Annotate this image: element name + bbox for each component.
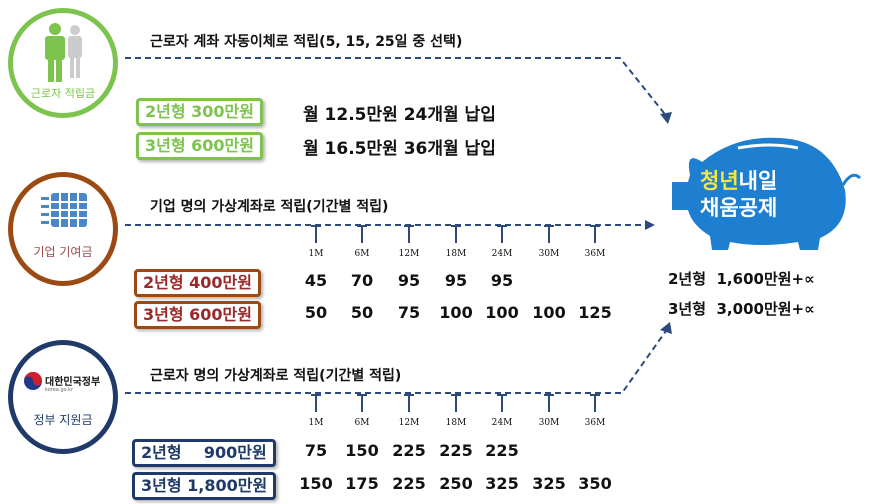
contribution-value: 150 (299, 474, 333, 493)
company-description: 기업 명의 가상계좌로 적립(기간별 적립) (150, 199, 389, 215)
contribution-value: 100 (485, 303, 519, 322)
government-plan-2yr: 2년형 900만원 (132, 439, 276, 467)
period-tick (357, 394, 367, 412)
worker-plan-2yr-detail: 월 12.5만원 24개월 납입 (303, 105, 496, 125)
contribution-value: 225 (392, 441, 426, 460)
period-tick (311, 225, 321, 243)
total-amount: 1,600만원+∝ (716, 270, 815, 288)
period-tick (544, 394, 554, 412)
period-tick (590, 394, 600, 412)
period-label: 18M (445, 418, 467, 428)
worker-circle-label: 근로자 적립금 (30, 87, 96, 100)
period-label: 1M (308, 249, 324, 259)
government-logo-text: 대한민국정부 (45, 377, 101, 388)
contribution-value: 75 (304, 441, 328, 460)
contribution-value: 150 (345, 441, 379, 460)
contribution-value: 325 (485, 474, 519, 493)
period-label: 24M (491, 249, 513, 259)
contribution-value: 100 (532, 303, 566, 322)
arrowhead-icon (645, 220, 655, 230)
contribution-value: 95 (397, 271, 421, 290)
contribution-value: 75 (397, 303, 421, 322)
total-type: 3년형 (668, 300, 707, 318)
company-circle: 기업 기여금 (8, 172, 118, 286)
worker-flow-line (125, 57, 669, 119)
government-circle: 대한민국정부 korea.go.kr 정부 지원금 (8, 340, 118, 454)
contribution-value: 225 (392, 474, 426, 493)
contribution-value: 95 (490, 271, 514, 290)
contribution-value: 95 (444, 271, 468, 290)
contribution-value: 50 (350, 303, 374, 322)
contribution-value: 100 (439, 303, 473, 322)
period-tick (590, 225, 600, 243)
contribution-value: 50 (304, 303, 328, 322)
period-tick (497, 225, 507, 243)
government-description: 근로자 명의 가상계좌로 적립(기간별 적립) (150, 368, 402, 384)
contribution-value: 225 (485, 441, 519, 460)
company-plan-3yr: 3년형 600만원 (134, 301, 261, 329)
contribution-value: 325 (532, 474, 566, 493)
arrowhead-icon (660, 322, 672, 334)
contribution-value: 45 (304, 271, 328, 290)
total-type: 2년형 (668, 270, 707, 288)
building-grid-icon (41, 193, 87, 227)
product-title: 청년내일 채움공제 (700, 168, 777, 222)
piggy-bank-icon (672, 137, 862, 250)
worker-description: 근로자 계좌 자동이체로 적립(5, 15, 25일 중 선택) (150, 34, 463, 50)
product-title-highlight: 청년 (700, 169, 739, 193)
arrowhead-icon (660, 112, 672, 124)
period-tick (404, 394, 414, 412)
period-label: 30M (538, 418, 560, 428)
government-flow-line (125, 327, 669, 394)
government-logo-icon (24, 372, 42, 390)
period-tick (357, 225, 367, 243)
period-label: 18M (445, 249, 467, 259)
government-plan-3yr: 3년형 1,800만원 (132, 472, 277, 500)
contribution-value: 125 (578, 303, 612, 322)
worker-plan-3yr-detail: 월 16.5만원 36개월 납입 (303, 139, 496, 159)
worker-plan-2yr: 2년형 300만원 (136, 98, 263, 126)
period-tick (451, 394, 461, 412)
product-title-rest: 내일 (738, 169, 778, 193)
contribution-value: 350 (578, 474, 612, 493)
period-tick (404, 225, 414, 243)
total-2yr: 2년형 1,600만원+∝ (668, 268, 815, 289)
period-label: 12M (398, 249, 420, 259)
company-plan-2yr: 2년형 400만원 (134, 269, 261, 297)
people-icon (45, 23, 82, 82)
period-label: 36M (584, 418, 606, 428)
period-label: 30M (538, 249, 560, 259)
government-circle-label: 정부 지원금 (33, 413, 93, 427)
contribution-value: 70 (350, 271, 374, 290)
worker-plan-3yr: 3년형 600만원 (136, 132, 263, 160)
worker-circle: 근로자 적립금 (8, 8, 118, 118)
period-tick (451, 225, 461, 243)
total-amount: 3,000만원+∝ (716, 300, 815, 318)
period-label: 6M (354, 418, 370, 428)
period-tick (497, 394, 507, 412)
product-title-line2: 채움공제 (700, 196, 778, 220)
contribution-value: 225 (439, 441, 473, 460)
period-label: 12M (398, 418, 420, 428)
contribution-value: 175 (345, 474, 379, 493)
period-label: 36M (584, 249, 606, 259)
period-label: 1M (308, 418, 324, 428)
period-label: 6M (354, 249, 370, 259)
government-logo-sub: korea.go.kr (45, 387, 74, 393)
total-3yr: 3년형 3,000만원+∝ (668, 298, 815, 319)
period-tick (311, 394, 321, 412)
contribution-value: 250 (439, 474, 473, 493)
period-tick (544, 225, 554, 243)
company-circle-label: 기업 기여금 (33, 245, 93, 259)
period-label: 24M (491, 418, 513, 428)
